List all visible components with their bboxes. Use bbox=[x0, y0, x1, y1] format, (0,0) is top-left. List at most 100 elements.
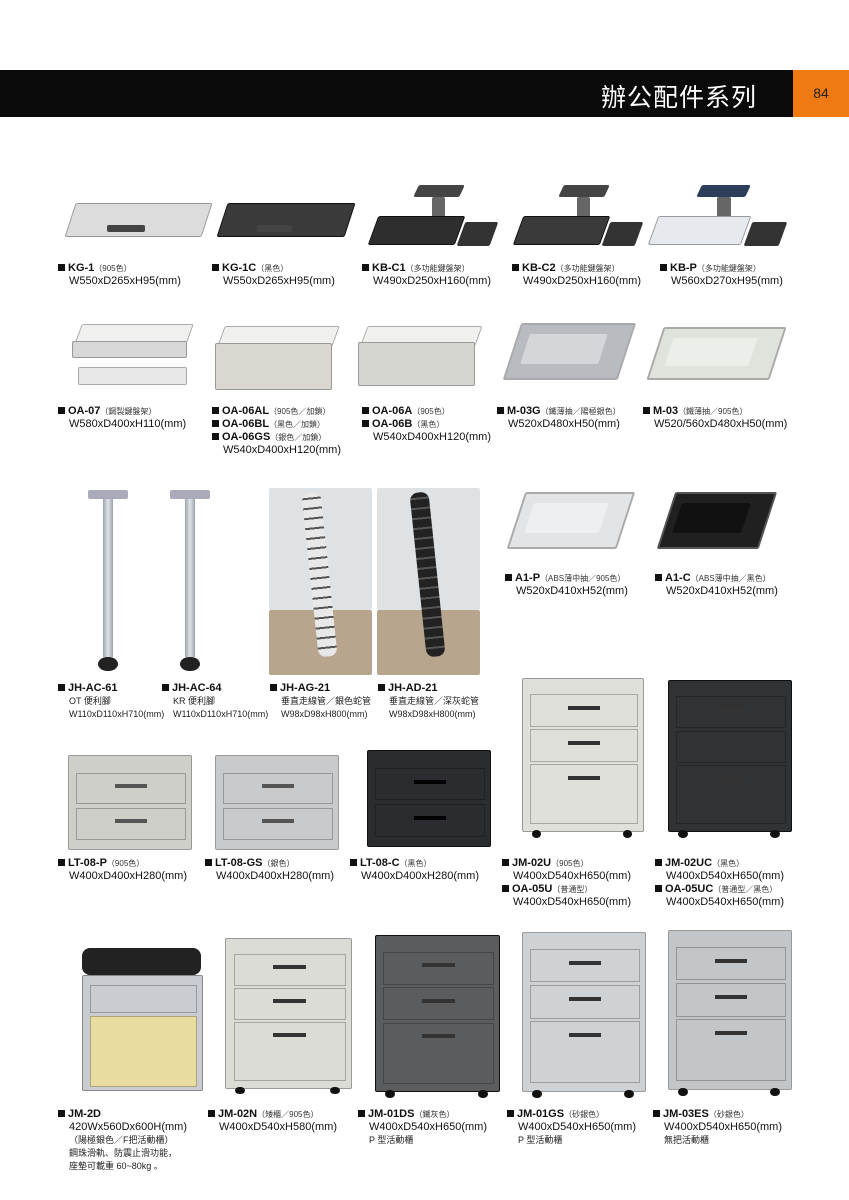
model-line: JM-03ES（砂銀色） bbox=[653, 1108, 782, 1121]
product-image bbox=[367, 750, 491, 847]
product-caption: OA-06A（905色）OA-06B（黑色）W540xD400xH120(mm) bbox=[362, 405, 491, 444]
description: P 型活動櫃 bbox=[518, 1135, 563, 1145]
model-line: M-03（鐵薄抽／905色） bbox=[643, 405, 787, 418]
model-line: JM-01DS（鐵灰色） bbox=[358, 1108, 487, 1121]
model-code: A1-C bbox=[665, 572, 691, 584]
model-line: LT-08-GS（銀色） bbox=[205, 857, 334, 870]
product-caption: KG-1（905色）W550xD265xH95(mm) bbox=[58, 262, 181, 288]
model-note: （905色） bbox=[94, 264, 132, 273]
bullet-square-icon bbox=[507, 1110, 514, 1117]
bullet-square-icon bbox=[58, 1110, 65, 1117]
product-caption: KB-C1（多功能鍵盤架）W490xD250xH160(mm) bbox=[362, 262, 491, 288]
product-image bbox=[62, 178, 213, 250]
model-code: KG-1C bbox=[222, 262, 257, 274]
product-caption: KG-1C（黑色）W550xD265xH95(mm) bbox=[212, 262, 335, 288]
model-line: LT-08-C（黑色） bbox=[350, 857, 479, 870]
model-note: （鋼製鍵盤架） bbox=[100, 407, 157, 416]
model-code: JM-03ES bbox=[663, 1108, 709, 1120]
model-line: OA-06GS（銀色／加鎖） bbox=[212, 431, 341, 444]
description: 無把活動櫃 bbox=[664, 1135, 710, 1145]
bullet-square-icon bbox=[212, 420, 219, 427]
model-line: JM-01GS（砂銀色） bbox=[507, 1108, 636, 1121]
dimensions: W490xD250xH160(mm) bbox=[373, 275, 491, 287]
model-line: OA-06AL（905色／加鎖） bbox=[212, 405, 341, 418]
model-note: （多功能鍵盤架） bbox=[555, 264, 620, 273]
bullet-square-icon bbox=[58, 684, 65, 691]
model-code: OA-05UC bbox=[665, 883, 714, 895]
model-code: OA-06A bbox=[372, 405, 413, 417]
product-image bbox=[215, 755, 339, 850]
model-note: （普通型／黑色） bbox=[713, 885, 778, 894]
product-image bbox=[269, 488, 372, 675]
dimensions: W550xD265xH95(mm) bbox=[223, 275, 335, 287]
dimensions: W400xD540xH650(mm) bbox=[513, 896, 631, 908]
model-code: LT-08-C bbox=[360, 857, 400, 869]
model-line: KG-1C（黑色） bbox=[212, 262, 335, 275]
model-code: JM-01DS bbox=[368, 1108, 415, 1120]
model-line: OA-06A（905色） bbox=[362, 405, 491, 418]
model-note: （鐵灰色） bbox=[414, 1110, 455, 1119]
model-line: JM-02N（矮櫃／905色） bbox=[208, 1108, 337, 1121]
model-line: OA-05UC（普通型／黑色） bbox=[655, 883, 784, 896]
product-image bbox=[367, 185, 500, 253]
model-line: KG-1（905色） bbox=[58, 262, 181, 275]
product-caption: JM-02N（矮櫃／905色）W400xD540xH580(mm) bbox=[208, 1108, 337, 1134]
product-image bbox=[522, 932, 646, 1100]
model-line: A1-P（ABS薄中抽／905色） bbox=[505, 572, 628, 585]
bullet-square-icon bbox=[505, 574, 512, 581]
model-code: JH-AD-21 bbox=[388, 682, 438, 694]
model-code: JH-AC-64 bbox=[172, 682, 222, 694]
bullet-square-icon bbox=[58, 407, 65, 414]
model-line: JH-AD-21 bbox=[378, 682, 479, 695]
page-number: 84 bbox=[793, 70, 849, 117]
product-image bbox=[358, 322, 486, 392]
dimensions: W550xD265xH95(mm) bbox=[69, 275, 181, 287]
bullet-square-icon bbox=[162, 684, 169, 691]
description: W110xD110xH710(mm) bbox=[69, 709, 165, 719]
model-line: JH-AC-61 bbox=[58, 682, 164, 695]
dimensions: W400xD540xH650(mm) bbox=[518, 1121, 636, 1133]
product-caption: JM-03ES（砂銀色）W400xD540xH650(mm)無把活動櫃 bbox=[653, 1108, 782, 1147]
model-note: （鐵薄抽／陽極銀色） bbox=[540, 407, 621, 416]
model-note: （ABS薄中抽／黑色） bbox=[690, 574, 771, 583]
model-line: JM-02UC（黑色） bbox=[655, 857, 784, 870]
model-note: （黑色） bbox=[712, 859, 745, 868]
product-caption: JM-02U（905色）W400xD540xH650(mm)OA-05U（普通型… bbox=[502, 857, 631, 909]
model-line: JH-AC-64 bbox=[162, 682, 268, 695]
model-note: （905色） bbox=[106, 859, 145, 868]
product-image bbox=[656, 484, 777, 559]
product-caption: LT-08-C（黑色）W400xD400xH280(mm) bbox=[350, 857, 479, 883]
model-note: （905色／加鎖） bbox=[269, 407, 331, 416]
product-caption: M-03G（鐵薄抽／陽極銀色）W520xD480xH50(mm) bbox=[497, 405, 621, 431]
bullet-square-icon bbox=[502, 885, 509, 892]
bullet-square-icon bbox=[205, 859, 212, 866]
bullet-square-icon bbox=[643, 407, 650, 414]
model-line: OA-05U（普通型） bbox=[502, 883, 631, 896]
dimensions: W520/560xD480xH50(mm) bbox=[654, 418, 788, 430]
dimensions: W400xD540xH650(mm) bbox=[369, 1121, 487, 1133]
model-note: （黑色） bbox=[399, 859, 432, 868]
product-image bbox=[225, 938, 352, 1096]
dimensions: W400xD540xH650(mm) bbox=[666, 870, 784, 882]
product-caption: OA-06AL（905色／加鎖）OA-06BL（黑色／加鎖）OA-06GS（銀色… bbox=[212, 405, 341, 457]
product-image bbox=[502, 315, 636, 390]
product-caption: LT-08-GS（銀色）W400xD400xH280(mm) bbox=[205, 857, 334, 883]
description: OT 便利腳 bbox=[69, 696, 111, 706]
bullet-square-icon bbox=[362, 264, 369, 271]
bullet-square-icon bbox=[270, 684, 277, 691]
model-line: KB-P（多功能鍵盤架） bbox=[660, 262, 783, 275]
product-image bbox=[215, 322, 343, 397]
description: 垂直走線管／銀色蛇管 bbox=[281, 696, 372, 706]
product-image bbox=[512, 185, 645, 253]
model-note: （905色） bbox=[412, 407, 450, 416]
product-caption: JM-01DS（鐵灰色）W400xD540xH650(mm)P 型活動櫃 bbox=[358, 1108, 487, 1147]
bullet-square-icon bbox=[212, 264, 219, 271]
dimensions: W490xD250xH160(mm) bbox=[523, 275, 641, 287]
product-caption: KB-C2（多功能鍵盤架）W490xD250xH160(mm) bbox=[512, 262, 641, 288]
model-code: JM-01GS bbox=[517, 1108, 565, 1120]
model-note: （銀色） bbox=[262, 859, 295, 868]
dimensions: W560xD270xH95(mm) bbox=[671, 275, 783, 287]
